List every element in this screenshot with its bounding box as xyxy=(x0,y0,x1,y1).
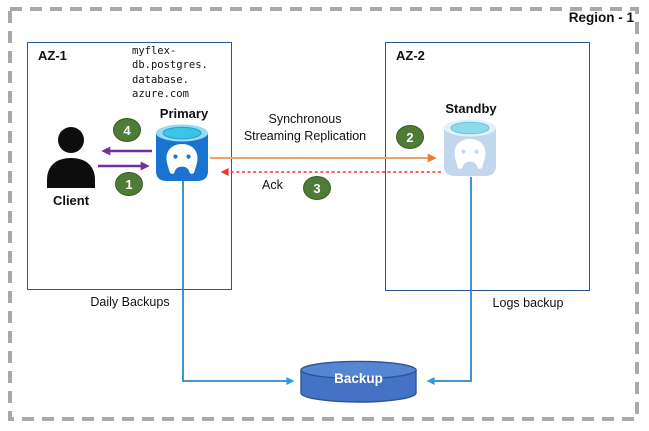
standby-db-icon xyxy=(444,119,496,176)
standby-label: Standby xyxy=(445,101,497,116)
primary-hostname: myflex- db.postgres. database. azure.com xyxy=(132,45,208,100)
step-badge-2: 2 xyxy=(396,125,424,149)
region-label: Region - 1 xyxy=(568,10,634,25)
ack-label: Ack xyxy=(262,178,283,192)
primary-db-icon xyxy=(156,124,208,181)
daily-backups-label: Daily Backups xyxy=(90,295,170,309)
client-label: Client xyxy=(52,193,90,208)
backup-label: Backup xyxy=(334,371,383,386)
step-badge-1: 1 xyxy=(115,172,143,196)
client-icon xyxy=(47,127,95,188)
primary-label: Primary xyxy=(159,106,209,121)
replication-label: Synchronous Streaming Replication xyxy=(243,112,367,143)
az2-label: AZ-2 xyxy=(396,48,425,63)
logs-backup-label: Logs backup xyxy=(492,296,564,310)
step-badge-3: 3 xyxy=(303,176,331,200)
step-badge-4: 4 xyxy=(113,118,141,142)
